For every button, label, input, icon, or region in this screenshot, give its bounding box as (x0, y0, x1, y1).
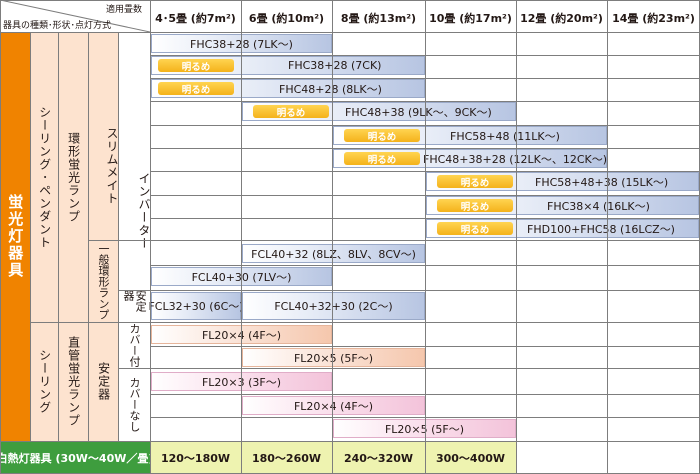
bright-badge: 明るめ (158, 82, 234, 96)
cover-attached: カバー付 (118, 322, 150, 368)
bar-fcl40-32-8lz: FCL40+32 (8LZ、8LV、8CV～) (242, 244, 425, 263)
grid-col-332 (332, 0, 333, 474)
grid-row-17 (0, 441, 700, 442)
bar-label: FHC58+48 (11LK～) (450, 129, 560, 143)
bar-fl20x4-4f: FL20×4 (4F～) (242, 396, 425, 415)
grid-col-118 (118, 32, 119, 441)
lamp-slim-mate: スリムメイト (88, 32, 119, 240)
circuit-stabilizer-straight: 安定器 (88, 322, 118, 441)
bar-fhd100-fhc58-16lcz: 明るめ FHD100+FHC58 (16LCZ～) (426, 219, 699, 238)
bar-label: FCL40+32+30 (2C～) (274, 300, 393, 313)
category-fluorescent: 蛍光灯器具 (0, 32, 30, 441)
lamp-general-ring: 一般環形ランプ (88, 240, 118, 322)
grid-header-bottom (0, 32, 700, 33)
grid-col-88 (88, 32, 89, 441)
bar-fhc48-38-9lk: 明るめ FHC48+38 (9LK～、9CK～) (242, 102, 516, 121)
bar-label: FL20×5 (5F～) (384, 422, 465, 436)
circuit-inverter: インバーター (118, 32, 151, 290)
bar-fl20x5-5f-cover: FL20×5 (5F～) (242, 348, 425, 367)
bar-label: FL20×5 (5F～) (293, 351, 374, 365)
cover-none: カバーなし (118, 368, 150, 441)
watt-8: 240～320W (332, 441, 425, 474)
lamp-straight: 直管蛍光ランプ (58, 322, 88, 441)
grid-col-58 (58, 32, 59, 441)
bar-fhc48-28-8lk: 明るめ FHC48+28 (8LK～) (151, 79, 425, 98)
header-left-label: 器具の種類･形状･点灯方式 (3, 21, 112, 31)
incandescent-label: 白熱灯器具 (30W～40W／畳) (0, 441, 153, 474)
watt-4-5: 120～180W (150, 441, 241, 474)
type-ceiling: シーリング (30, 322, 58, 441)
header-diagonal (0, 0, 150, 32)
circuit-stabilizer-ring: 安定器 (118, 290, 150, 322)
bar-fcl32-30-6c: FCL32+30 (6C～) (148, 292, 244, 320)
column-header-4-5: 4･5畳 (約7m²) (155, 12, 236, 25)
bar-label: FL20×4 (4F～) (293, 399, 374, 413)
bar-label: FHC48+38 (9LK～、9CK～) (345, 105, 492, 119)
header-top-label: 適用畳数 (106, 5, 143, 15)
type-ceiling-pendant: シーリング･ペンダント (30, 32, 58, 322)
grid-row-11 (118, 290, 700, 291)
lamp-ring: 環形蛍光ランプ (58, 32, 88, 322)
column-header-12: 12畳 (約20m²) (520, 12, 603, 25)
bright-badge: 明るめ (437, 199, 513, 213)
bar-fhc38x4-16lk: 明るめ FHC38×4 (16LK～) (426, 196, 699, 215)
bar-fhc58-48-11lk: 明るめ FHC58+48 (11LK～) (333, 126, 607, 145)
bar-label: FHC38+28 (7CK) (288, 59, 382, 72)
column-header-6: 6畳 (約10m²) (248, 12, 325, 25)
bar-fcl40-32-30-2c: FCL40+32+30 (2C～) (242, 292, 425, 320)
watt-6: 180～260W (241, 441, 332, 474)
grid-row-14 (118, 368, 700, 369)
bright-badge: 明るめ (344, 129, 420, 143)
bar-label: FHC48+38+28 (12LK～、12CK～) (423, 152, 608, 166)
bar-label: FHD100+FHC58 (16LCZ～) (527, 222, 675, 236)
bar-label: FCL32+30 (6C～) (148, 300, 244, 313)
grid-top (0, 0, 700, 1)
grid-row-12 (30, 322, 700, 323)
bright-badge: 明るめ (158, 59, 234, 73)
bar-fl20x5-5f: FL20×5 (5F～) (333, 419, 516, 438)
bar-fhc58-48-38-15lk: 明るめ FHC58+48+38 (15LK～) (426, 172, 699, 191)
column-header-10: 10畳 (約17m²) (429, 12, 512, 25)
watt-10: 300～400W (425, 441, 516, 474)
bar-fhc48-38-28-12lk: 明るめ FHC48+38+28 (12LK～、12CK～) (333, 149, 607, 168)
bar-label: FHC48+28 (8LK～) (279, 82, 382, 96)
column-header-8: 8畳 (約13m²) (340, 12, 417, 25)
bright-badge: 明るめ (253, 105, 329, 119)
grid-row-9 (88, 240, 700, 241)
bar-label: FCL40+32 (8LZ、8LV、8CV～) (251, 247, 416, 261)
grid-col-150 (150, 0, 151, 474)
grid-col-30 (30, 32, 31, 441)
grid-col-607 (607, 0, 608, 474)
bar-label: FHC58+48+38 (15LK～) (535, 175, 669, 189)
column-header-14: 14畳 (約23m²) (612, 12, 695, 25)
grid-col-241 (241, 0, 242, 474)
bright-badge: 明るめ (344, 152, 420, 166)
bar-label: FHC38×4 (16LK～) (547, 199, 650, 213)
bar-fhc38-28-7ck: 明るめ FHC38+28 (7CK) (151, 56, 425, 75)
bright-badge: 明るめ (437, 175, 513, 189)
grid-col-0 (0, 0, 1, 474)
grid-col-516 (516, 0, 517, 474)
grid-col-425 (425, 0, 426, 474)
bright-badge: 明るめ (437, 222, 513, 236)
